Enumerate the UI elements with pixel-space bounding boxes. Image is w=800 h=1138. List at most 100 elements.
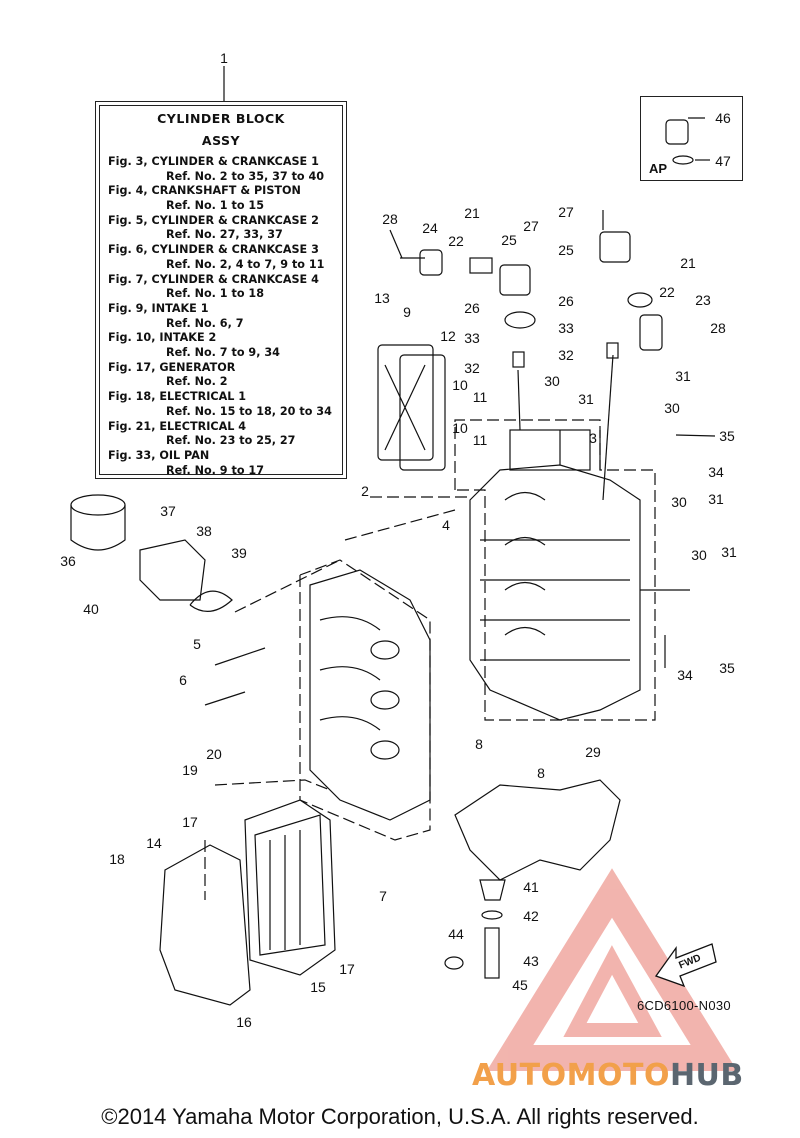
legend-ref-entry: Ref. No. 15 to 18, 20 to 34 [166,404,332,418]
legend-fig-entry: Fig. 33, OIL PAN [108,449,210,462]
callout-number: 25 [501,232,517,248]
callout-46: 46 [715,110,731,126]
callout-number: 10 [452,420,468,436]
callout-number: 24 [422,220,438,236]
callout-number: 11 [472,432,488,448]
callout-number: 43 [523,953,539,969]
callout-number: 30 [671,494,687,510]
ap-label: AP [649,161,668,176]
callout-number: 12 [440,328,456,344]
gasket-outline [454,779,621,881]
callout-number: 5 [193,636,201,652]
legend-box: CYLINDER BLOCK ASSY Fig. 3, CYLINDER & C… [95,101,347,479]
legend-fig-entry: Fig. 9, INTAKE 1 [108,302,209,315]
callout-number: 31 [708,491,724,507]
legend-title-line2: ASSY [201,133,241,148]
callout-number: 44 [448,926,464,942]
callout-number: 22 [659,284,675,300]
callout-number: 20 [206,746,222,762]
cylinder-head-outline [309,569,431,821]
legend-fig-entry: Fig. 7, CYLINDER & CRANKCASE 4 [108,272,319,286]
crankcase-outline [469,429,641,721]
callout-number: 32 [558,347,574,363]
callout-number: 18 [109,851,125,867]
legend-ref-entry: Ref. No. 2 [166,375,228,389]
callout-number: 21 [680,255,696,271]
callout-number: 38 [196,523,212,539]
callout-number: 29 [585,744,601,760]
callout-number: 26 [464,300,480,316]
callout-number: 9 [403,304,411,320]
callout-number: 8 [537,765,545,781]
callout-47: 47 [715,153,731,169]
sensor-parts-outline [400,210,663,501]
callout-number: 11 [472,389,488,405]
legend-ref-entry: Ref. No. 2, 4 to 7, 9 to 11 [166,257,325,271]
callout-number: 8 [475,736,483,752]
callout-number: 25 [558,242,574,258]
callout-number: 17 [339,961,355,977]
callout-number: 16 [236,1014,252,1030]
callout-number: 35 [719,428,735,444]
watermark-part1: AUTOMOTO [472,1058,670,1093]
callout-number: 45 [512,977,528,993]
fwd-arrow-icon [654,943,717,988]
legend-fig-entry: Fig. 4, CRANKSHAFT & PISTON [108,184,301,198]
callout-number: 34 [708,464,724,480]
callout-number: 21 [464,205,480,221]
legend-ref-entry: Ref. No. 1 to 18 [166,287,264,301]
callout-number: 42 [523,908,539,924]
legend-ref-entry: Ref. No. 2 to 35, 37 to 40 [166,169,325,183]
callout-number: 40 [83,601,99,617]
callout-number: 31 [675,368,691,384]
callout-number: 2 [361,483,369,499]
callout-number: 30 [544,373,560,389]
callout-number: 37 [160,503,176,519]
callout-number: 6 [179,672,187,688]
legend-inner-border [99,105,343,475]
copyright-notice: ©2014 Yamaha Motor Corporation, U.S.A. A… [101,1104,699,1129]
ap-detail-box: AP [640,96,743,181]
callout-number: 26 [558,293,574,309]
callout-number: 23 [695,292,711,308]
legend-ref-entry: Ref. No. 9 to 17 [166,463,264,477]
callout-number: 17 [182,814,198,830]
callout-number: 27 [558,204,574,220]
ap-detail-part [665,119,694,165]
callout-number: 33 [558,320,574,336]
legend-fig-entry: Fig. 18, ELECTRICAL 1 [108,390,247,404]
callout-number: 39 [231,545,247,561]
legend-ref-entry: Ref. No. 23 to 25, 27 [166,434,296,448]
legend-ref-entry: Ref. No. 6, 7 [166,316,244,330]
watermark-text: AUTOMOTOHUB [472,1058,744,1093]
legend-fig-entry: Fig. 17, GENERATOR [108,360,236,374]
callout-number: 13 [374,290,390,306]
callout-number: 28 [710,320,726,336]
head-cover-outline [159,799,336,1006]
legend-fig-entry: Fig. 3, CYLINDER & CRANKCASE 1 [108,155,319,168]
callout-number: 19 [182,762,198,778]
callout-number: 10 [452,377,468,393]
oil-filter-outline [70,494,233,612]
legend-fig-entry: Fig. 21, ELECTRICAL 4 [108,419,247,433]
legend-fig-entry: Fig. 5, CYLINDER & CRANKCASE 2 [108,213,319,227]
watermark-part2: HUB [669,1058,744,1093]
legend-ref-entry: Ref. No. 1 to 15 [166,198,264,212]
callout-number: 30 [664,400,680,416]
watermark-triangle [486,868,738,1071]
callout-number: 33 [464,330,480,346]
exhaust-cover-outline [377,344,446,471]
callout-number: 14 [146,835,162,851]
legend-ref-entry: Ref. No. 27, 33, 37 [166,228,283,242]
drawing-code: 6CD6100-N030 [637,998,731,1013]
callout-number: 4 [442,517,450,533]
callout-number: 3 [589,430,597,446]
callout-number: 15 [310,979,326,995]
legend-title-line1: CYLINDER BLOCK [157,111,285,126]
callout-number: 32 [464,360,480,376]
callout-number: 41 [523,879,539,895]
callout-number: 7 [379,888,387,904]
callout-number: 34 [677,667,693,683]
callout-number: 22 [448,233,464,249]
